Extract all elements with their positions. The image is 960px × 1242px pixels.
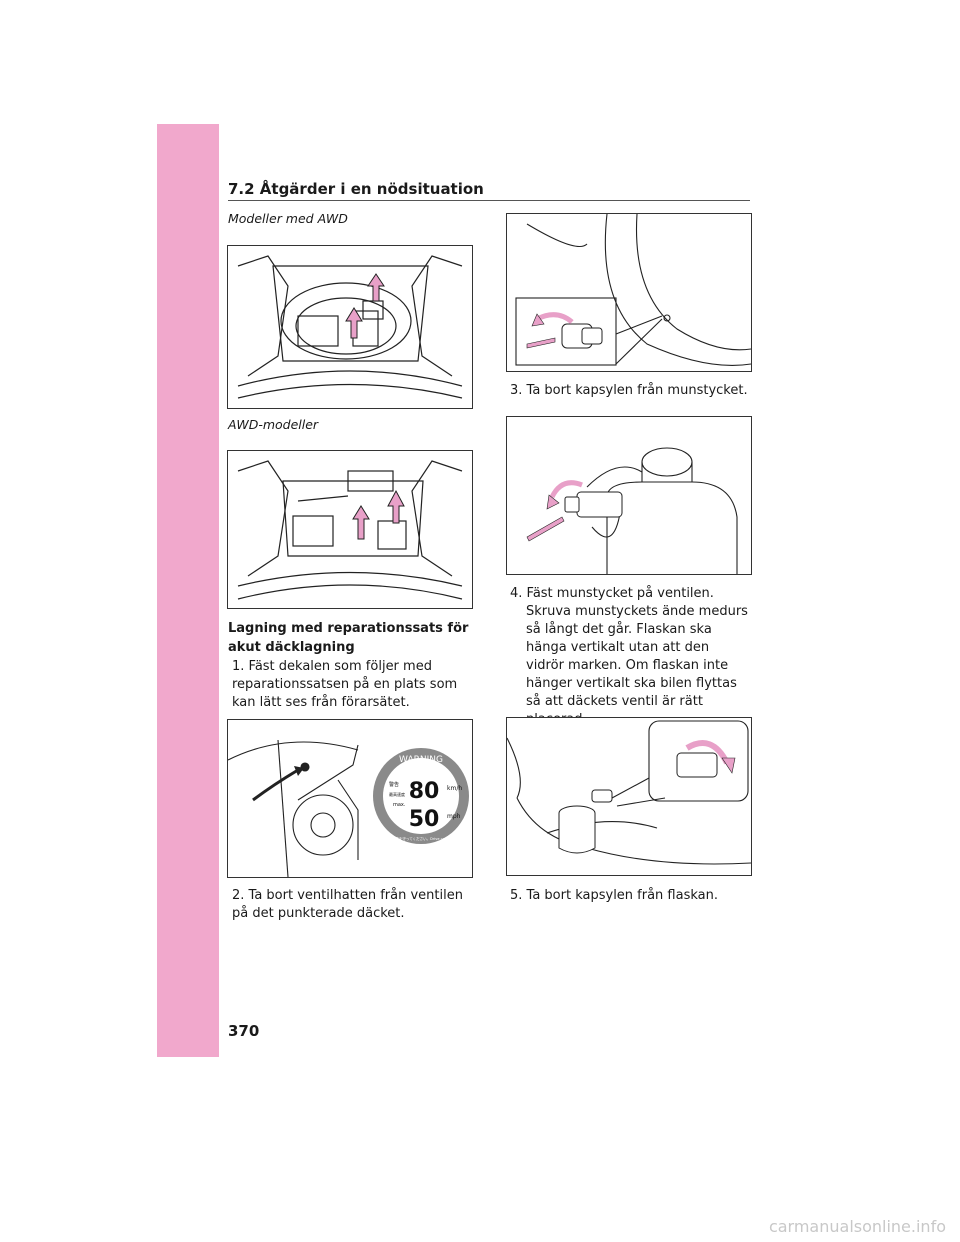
sticker-max-label: max. [393,802,406,808]
step-4: 4. Fäst munstycket på ventilen. [510,586,714,601]
trunk-figure-2 [227,450,473,609]
sticker-jp-mark: 警告 [389,781,399,788]
sticker-mph-value: 50 [409,807,440,832]
sticker-jp-bottom: 最高速度を守ってください。Drive carefully! [385,836,457,841]
header-rule [228,200,750,201]
watermark: carmanualsonline.info [768,1217,946,1236]
step-5: 5. Ta bort kapsylen från flaskan. [510,888,718,903]
step-4-body: Skruva munstyckets ände medurs så långt … [526,604,748,727]
sticker-kmh-unit: km/h [447,785,462,792]
sticker-jp-speed: 最高速度 [389,791,405,797]
nozzle-valve-illustration [507,720,751,865]
section-header: 7.2 Åtgärder i en nödsituation [228,180,484,198]
sticker-kmh-value: 80 [409,779,440,804]
trunk-illustration-2 [237,460,463,600]
step-1: 1. Fäst dekalen som följer med reparatio… [232,659,458,710]
sticker-warning-text: WARNING [399,755,443,765]
section-color-tab [157,124,219,1057]
nozzle-cap-illustration [526,447,738,574]
trunk-figure-1 [227,245,473,409]
step-2: 2. Ta bort ventilhatten från ventilen på… [232,888,463,921]
valve-cap-illustration [515,214,751,366]
nozzle-valve-figure [506,717,752,876]
caption-awd-models: AWD-modeller [228,417,319,432]
dashboard-sticker-figure: WARNING 80 km/h 50 mph max. 警告 最高速度 最高速度… [227,719,473,878]
section-heading: Lagning med reparationssats för akut däc… [228,621,469,655]
page-number: 370 [228,1022,260,1040]
caption-models-awd: Modeller med AWD [228,211,348,226]
step-3: 3. Ta bort kapsylen från munstycket. [510,383,748,398]
nozzle-cap-figure [506,416,752,575]
sticker-mph-unit: mph [447,813,461,820]
warning-sticker: WARNING 80 km/h 50 mph max. 警告 最高速度 最高速度… [373,748,469,844]
dashboard-illustration [228,739,359,877]
trunk-illustration-1 [237,255,463,399]
valve-cap-figure [506,213,752,372]
